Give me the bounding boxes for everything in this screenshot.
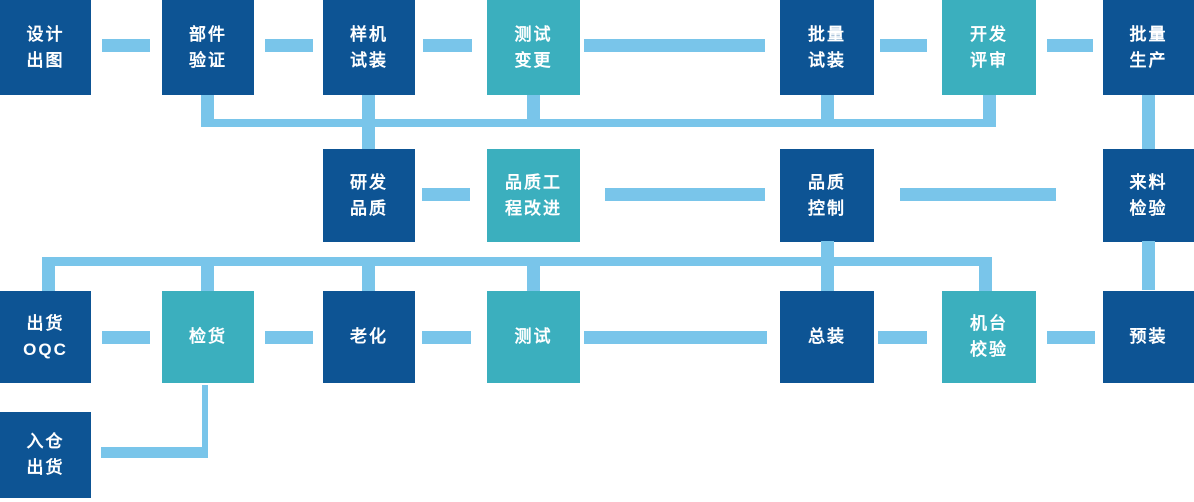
node-aging: 老化 <box>323 291 415 383</box>
connector-aging-to-testing <box>422 331 471 344</box>
node-warehouse-shipment: 入仓 出货 <box>0 412 91 498</box>
connector-component-to-prototype <box>265 39 313 52</box>
stub-to-inspection <box>201 257 214 291</box>
node-batch-trial-assembly: 批量 试装 <box>780 0 874 95</box>
stub-inspection-to-warehouse-horizontal <box>101 447 208 458</box>
stub-incoming-to-preassembly <box>1142 241 1155 290</box>
connector-calibration-to-preassembly <box>1047 331 1095 344</box>
connector-design-to-component <box>102 39 150 52</box>
stub-to-calibration <box>979 257 992 291</box>
stub-inspection-to-warehouse-vertical <box>202 385 208 458</box>
node-quality-control: 品质 控制 <box>780 149 874 242</box>
connector-qei-to-qc <box>605 188 765 201</box>
stub-prototype-to-rdquality <box>362 95 375 149</box>
connector-assembly-to-calibration <box>878 331 927 344</box>
stub-to-testing <box>527 257 540 291</box>
connector-testchange-to-batchtrial <box>584 39 765 52</box>
node-final-assembly: 总装 <box>780 291 874 383</box>
node-shipment-oqc: 出货 OQC <box>0 291 91 383</box>
connector-prototype-to-testchange <box>423 39 472 52</box>
stub-to-aging <box>362 257 375 291</box>
stub-to-oqc <box>42 257 55 291</box>
stub-massprod-to-incoming <box>1142 95 1155 149</box>
node-pre-assembly: 预装 <box>1103 291 1194 383</box>
connector-qc-to-incoming <box>900 188 1056 201</box>
node-prototype-trial-assembly: 样机 试装 <box>323 0 415 95</box>
connector-devreview-to-massprod <box>1047 39 1093 52</box>
connector-batchtrial-to-devreview <box>880 39 927 52</box>
stub-testchange-down <box>527 95 540 127</box>
stub-component-down <box>201 95 214 127</box>
node-mass-production: 批量 生产 <box>1103 0 1194 95</box>
connector-testing-to-assembly <box>584 331 767 344</box>
node-test-change: 测试 变更 <box>487 0 580 95</box>
node-rd-quality: 研发 品质 <box>323 149 415 242</box>
node-incoming-inspection: 来料 检验 <box>1103 149 1194 242</box>
node-development-review: 开发 评审 <box>942 0 1036 95</box>
bus-line-row3 <box>42 257 992 266</box>
connector-inspection-to-aging <box>265 331 313 344</box>
node-design-drawing: 设计 出图 <box>0 0 91 95</box>
stub-batchtrial-down <box>821 95 834 127</box>
bus-line-row1 <box>205 119 996 127</box>
stub-qc-to-assembly <box>821 241 834 291</box>
node-testing: 测试 <box>487 291 580 383</box>
connector-oqc-to-inspection <box>102 331 150 344</box>
node-machine-calibration: 机台 校验 <box>942 291 1036 383</box>
node-quality-engineering-improvement: 品质工 程改进 <box>487 149 580 242</box>
connector-rdquality-to-qei <box>422 188 470 201</box>
node-component-verification: 部件 验证 <box>162 0 254 95</box>
node-goods-inspection: 检货 <box>162 291 254 383</box>
stub-devreview-down <box>983 95 996 127</box>
